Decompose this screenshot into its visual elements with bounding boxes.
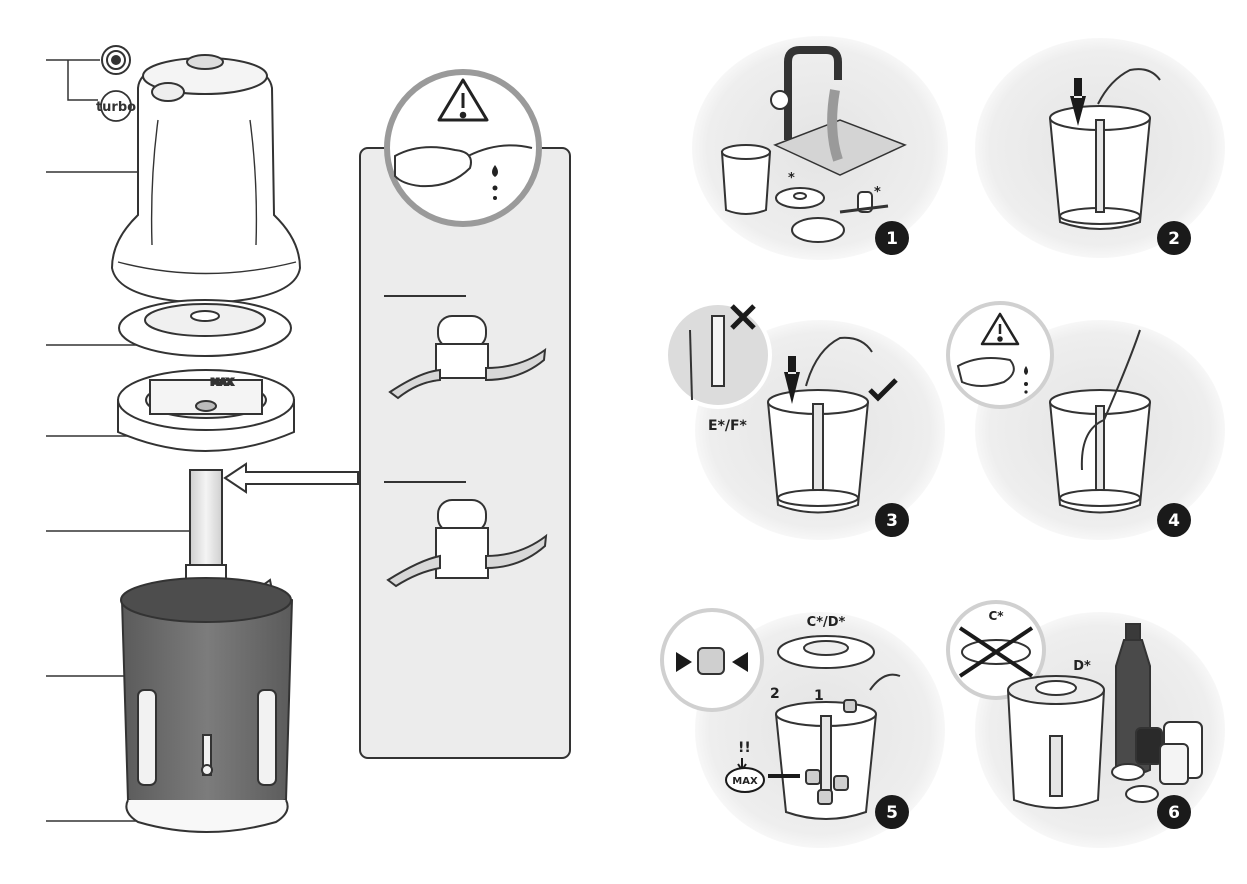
bowl-step-5 (776, 700, 876, 819)
turbo-button-icon: turbo (96, 91, 136, 121)
step6-crossed-label: C* (988, 609, 1004, 623)
step-4: 4 (948, 303, 1225, 540)
step-1: * * 1 (692, 36, 948, 260)
order-1-label: 1 (814, 688, 824, 704)
pointer-arrow (225, 464, 358, 492)
disc-part (776, 188, 824, 208)
step-2: 2 (975, 38, 1225, 258)
pulse-button-icon (102, 46, 130, 74)
step-number-6: 6 (1168, 803, 1180, 823)
step-6: C* D* 6 (948, 602, 1225, 848)
step3-parts-label: E*/F* (708, 418, 748, 434)
order-2-label: 2 (770, 686, 780, 702)
bowl-step-2 (1050, 106, 1150, 229)
ice-cube-icon (698, 648, 724, 674)
max-badge-label: MAX (732, 776, 758, 787)
step-number-5: 5 (886, 803, 898, 823)
bowl-step-4 (1050, 390, 1150, 513)
asterisk-disc: * (788, 171, 795, 186)
step5-parts-label: C*/D* (807, 615, 846, 630)
small-bowl (722, 145, 770, 214)
lid-step-5 (778, 636, 874, 668)
step6-part-label: D* (1073, 659, 1091, 674)
warning-exclamation: !! (738, 740, 751, 756)
step-3: E*/F* 3 (666, 303, 945, 540)
blade-variants-panel (360, 148, 570, 758)
exploded-view: turbo MAX (46, 46, 570, 832)
turbo-label: turbo (96, 100, 136, 115)
step-5: C*/D* 2 1 !! MAX 5 (662, 610, 945, 848)
step-number-3: 3 (886, 511, 898, 531)
step-number-1: 1 (886, 229, 898, 249)
max-label: MAX (211, 378, 234, 388)
chopper-step-6 (1008, 676, 1104, 808)
step-number-4: 4 (1168, 511, 1180, 531)
non-slip-base (126, 800, 287, 832)
bowl (121, 578, 292, 814)
bowl-step-3 (768, 390, 868, 513)
motor-unit (112, 55, 300, 303)
step-number-2: 2 (1168, 229, 1180, 249)
hand-inset-4 (958, 358, 1014, 386)
blade-cover: MAX (118, 370, 294, 451)
asterisk-blade: * (874, 185, 881, 200)
leader-line-buttons (46, 60, 100, 100)
drive-shaft (190, 470, 222, 565)
warning-blade-circle (387, 72, 539, 224)
lid-part (792, 218, 844, 242)
lid (119, 300, 291, 356)
water-stream (832, 90, 838, 160)
